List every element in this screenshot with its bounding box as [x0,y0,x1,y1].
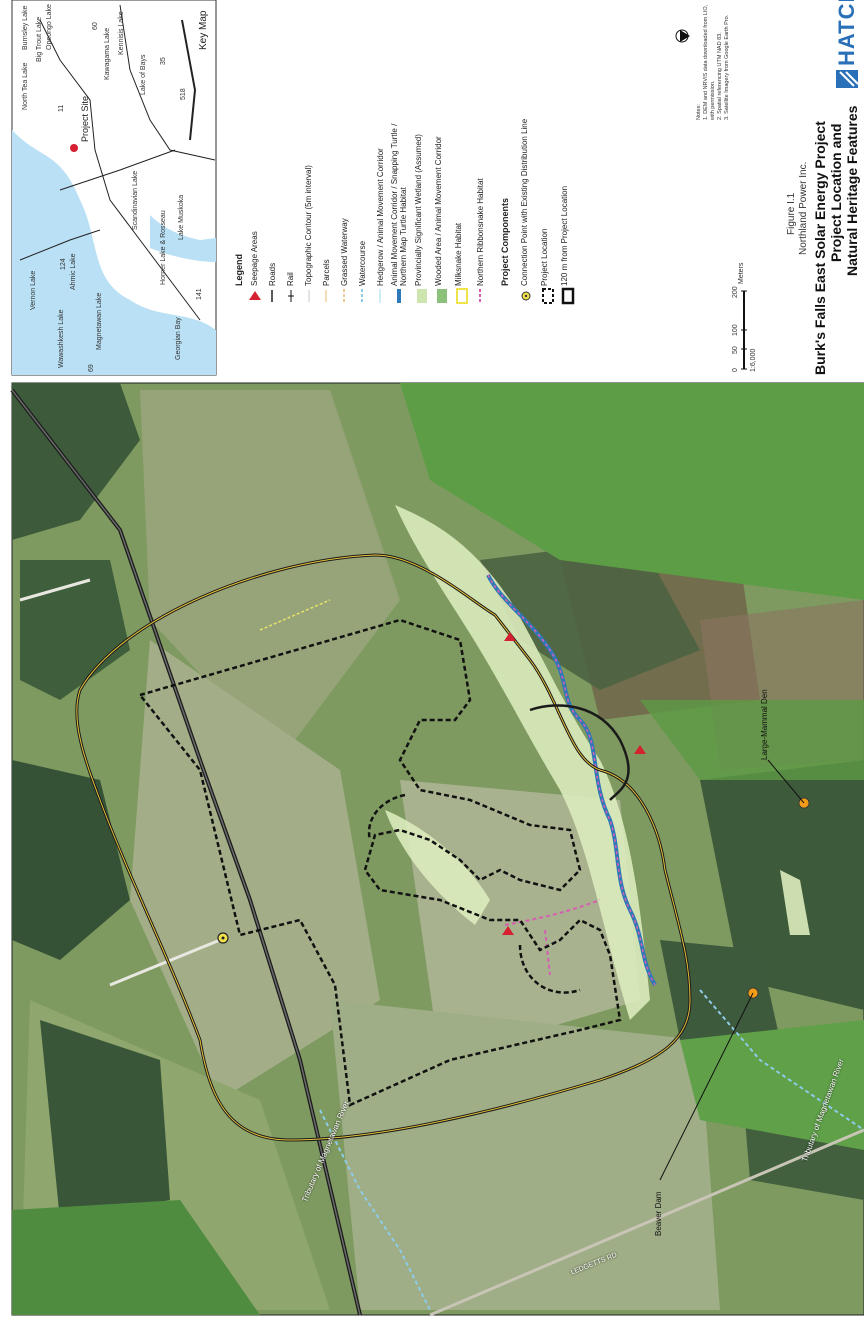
road-number: 35 [160,57,167,65]
road-number: 60 [92,22,99,30]
hatch-logo: HATCH [834,0,859,66]
legend-symbols [249,287,575,305]
key-map-label: Lake Muskoka [178,194,185,240]
ledgetts-road [429,1128,864,1317]
seepage-2 [634,745,646,754]
map-title-line1: Project Location and [828,123,844,262]
scale-tick: 0 [732,368,739,372]
scale-ratio: 1:6,000 [750,348,757,372]
legend-item-label: Grassed Waterway [340,218,349,286]
legend-item-label: Watercourse [358,240,367,286]
scale-tick: 200 [732,286,739,298]
notes-label: Notes: [696,104,702,120]
scale-bar [741,290,747,370]
legend-seepage-symbol [249,291,261,300]
key-map-label: Vernon Lake [30,270,37,310]
project-site-label: Project Site [80,95,90,142]
scale-unit: Meters [738,262,745,284]
key-map [11,0,217,376]
wetland-small [385,810,490,925]
road-number: 11 [58,104,65,112]
key-map-label: Big Trout Lake [36,16,43,62]
key-map-lake [150,215,216,262]
buffer-120m-inner [76,554,691,1141]
large-mammal-den-label: Large-Mammal Den [760,689,769,760]
key-map-water [12,130,216,375]
legend-item-label: Rail [286,272,295,286]
project-site-marker [70,144,78,152]
legend-item-label: Wooded Area / Animal Movement Corridor [434,136,443,286]
legend-title: Legend [234,253,244,286]
notes-line: 3. Satellite Imagery from Google Earth P… [724,14,730,120]
key-map-label: Burnsley Lake [22,5,29,50]
scale-tick: 50 [732,346,739,354]
figure-number: Figure I.1 [786,192,797,235]
key-map-label: North Tea Lake [22,62,29,110]
key-map-label: Magnetawan Lake [96,292,103,350]
legend-item-label: Roads [268,262,277,286]
legend-item-label: Northern Ribbonsnake Habitat [476,178,485,286]
map-title-line2: Natural Heritage Features [844,105,860,276]
scale-tick: 100 [732,324,739,336]
key-map-label: Kennisis Lake [118,11,125,55]
legend-item-label: Parcels [322,259,331,286]
aerial-map [10,382,864,1317]
key-map-label: Scandinavian Lake [132,170,139,230]
road-number: 69 [88,364,95,372]
ribbonsnake-line [504,899,601,926]
key-map-title: Key Map [198,10,209,50]
seepage-1 [504,632,516,641]
north-arrow [675,29,690,43]
component-label: 120 m from Project Location [560,185,569,286]
project-location [137,618,622,1107]
legend-item-label: Hedgerow / Animal Movement Corridor [376,148,385,286]
legend-item-label: Animal Movement Corridor / Snapping Turt… [390,123,408,286]
wetland-main [395,505,650,1020]
seepage-3 [502,926,514,935]
component-label: Project Location [540,228,549,286]
key-map-road [39,19,201,321]
components-title: Project Components [500,197,510,286]
legend-item-label: Provincially Significant Wetland (Assume… [414,134,423,286]
road-number: 141 [196,288,203,300]
key-map-label: Georgian Bay [175,317,182,360]
notes-line: 2. Spatial referencing UTM NAD 83. [717,32,723,120]
key-map-label: Kawagama Lake [104,27,111,80]
project-name: Burk's Falls East Solar Energy Project [812,121,828,375]
key-map-label: Horner Lake & Rosseau [160,210,167,285]
legend-item-label: Seepage Areas [250,231,259,286]
legend-item-label: Milksnake Habitat [454,222,463,286]
beaver-dam-label: Beaver Dam [654,1191,663,1236]
key-map-label: Ahmic Lake [70,253,77,290]
key-map-label: Opeongo Lake [46,4,53,50]
key-map-label: Wawashkesh Lake [58,309,65,369]
component-label: Connection Point with Existing Distribut… [520,118,529,286]
notes-line: 1. DEM and NRVIS data downloaded from LI… [703,4,709,120]
notes-line: with permission. [710,80,716,120]
road-number: 518 [180,88,187,100]
company-name: Northland Power Inc. [798,161,809,255]
road-number: 124 [60,258,67,270]
legend-item-label: Topographic Contour (5m interval) [304,165,313,286]
key-map-label: Lake of Bays [140,54,147,95]
hatch-logo-mark [836,70,859,88]
